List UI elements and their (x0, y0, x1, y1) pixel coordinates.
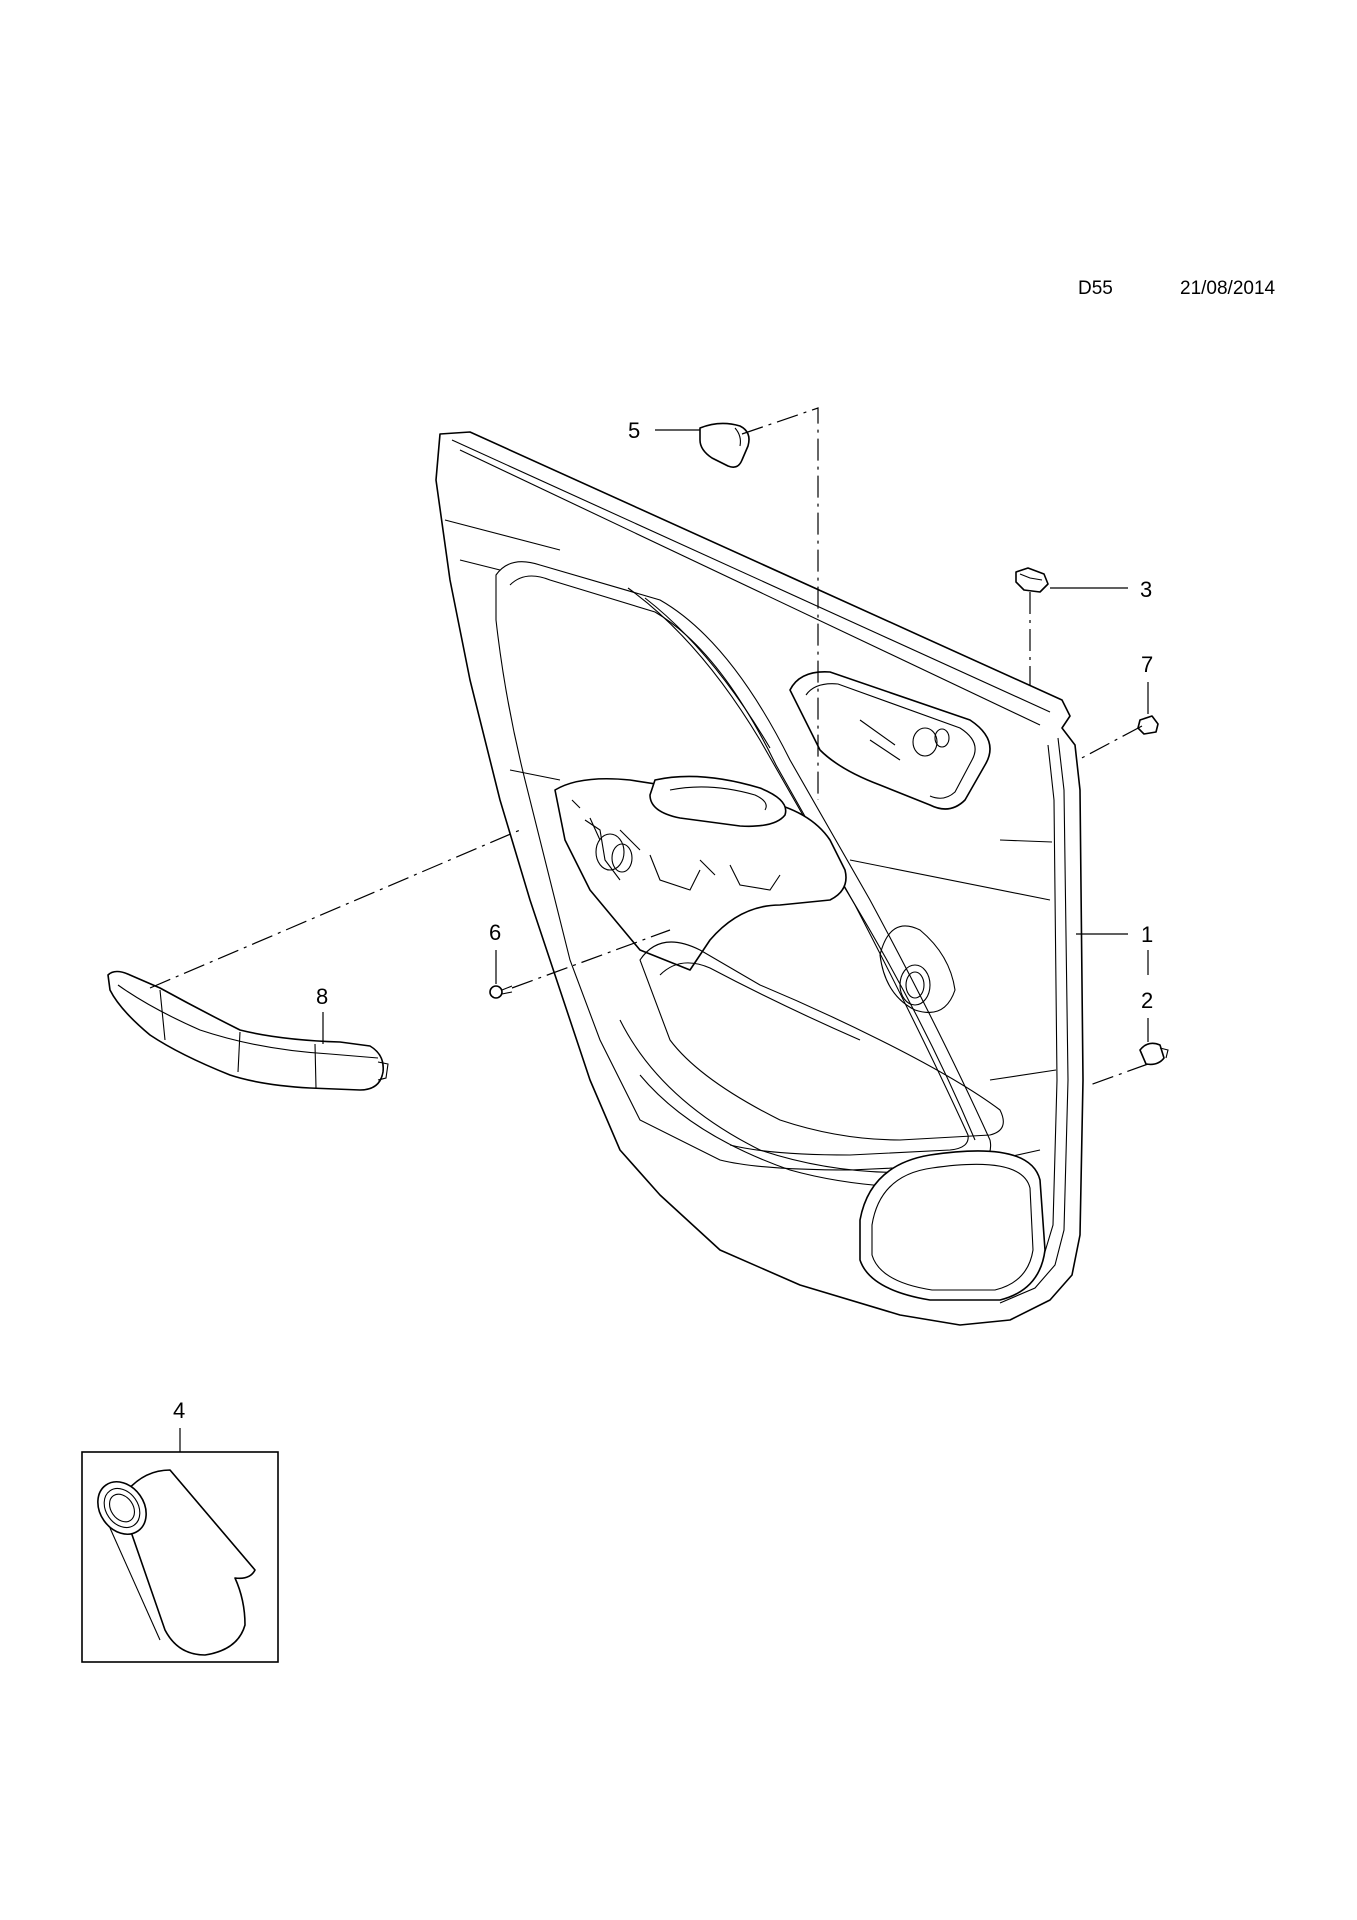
door-handle-recess (789, 671, 991, 810)
trim-cap-5 (699, 422, 750, 468)
callout-5: 5 (628, 418, 640, 443)
callout-6: 6 (489, 920, 501, 945)
callout-8: 8 (316, 984, 328, 1009)
door-trim-panel (435, 431, 1084, 1326)
switch-pocket-detail (571, 799, 781, 891)
callout-3: 3 (1140, 577, 1152, 602)
callout-7: 7 (1141, 652, 1153, 677)
callout-1: 1 (1141, 922, 1153, 947)
assembly-lines (149, 407, 1149, 1086)
diagram-date: 21/08/2014 (1180, 278, 1276, 299)
callout-2: 2 (1141, 988, 1153, 1013)
sealant-roll-inset (81, 1451, 279, 1663)
push-pin-2 (1139, 1042, 1169, 1066)
retaining-clip-3 (1015, 567, 1049, 593)
armrest-strip-8 (107, 970, 389, 1091)
leader-lines (179, 429, 1149, 1452)
screw-6 (489, 985, 513, 999)
diagram-code: D55 (1078, 278, 1113, 299)
tweeter (879, 925, 956, 1014)
callout-4: 4 (173, 1398, 185, 1423)
clip-7 (1137, 715, 1159, 735)
